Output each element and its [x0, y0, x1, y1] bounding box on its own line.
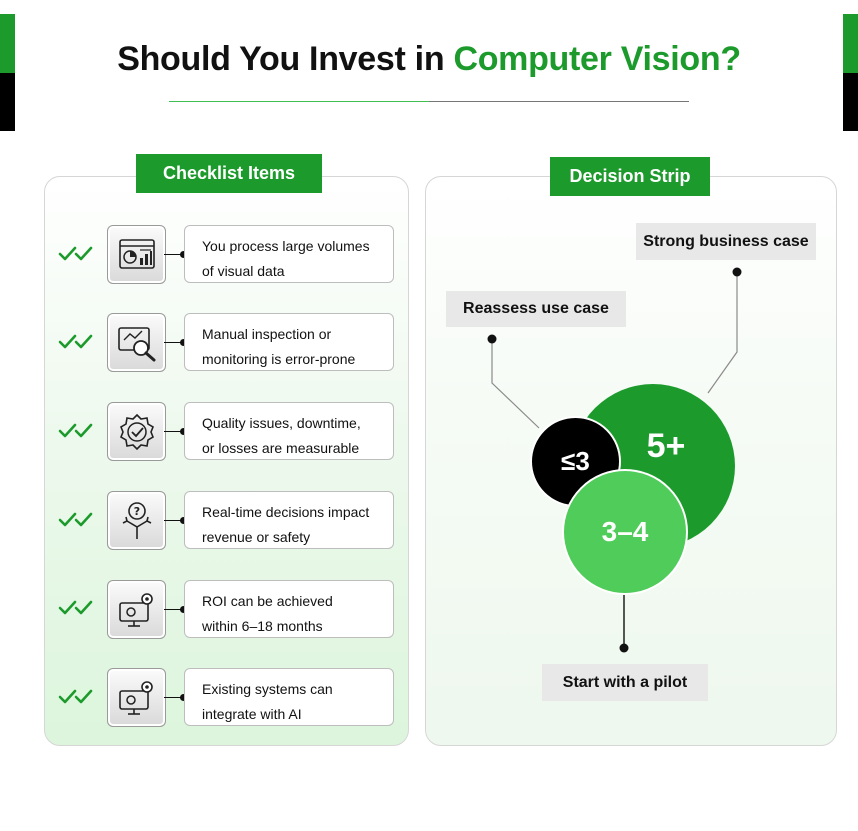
- dashboard-chart-icon: [107, 225, 166, 284]
- outcome-strong-label: Strong business case: [636, 223, 816, 260]
- svg-text:?: ?: [133, 505, 139, 518]
- decision-connectors: [487, 267, 742, 653]
- checklist-item-line1: Quality issues, downtime,: [202, 415, 361, 431]
- double-check-icon: [58, 689, 93, 704]
- row-connector: [164, 431, 184, 432]
- decision-tab: Decision Strip: [550, 157, 710, 196]
- checklist-item-line2: integrate with AI: [202, 705, 302, 722]
- row-connector-dot: [180, 694, 187, 701]
- title-underline: [169, 101, 689, 102]
- corner-bar-black-left: [0, 73, 15, 131]
- checklist-item-line2: within 6–18 months: [202, 617, 323, 634]
- magnifier-analytics-icon: [107, 313, 166, 372]
- outcome-reassess-label: Reassess use case: [446, 291, 626, 327]
- checklist-item: You process large volumes of visual data: [184, 225, 394, 283]
- connector-dot-pilot: [619, 643, 629, 653]
- checklist-item-line2: of visual data: [202, 262, 285, 279]
- double-check-icon: [58, 512, 93, 527]
- checklist-item-line1: Real-time decisions impact: [202, 504, 370, 520]
- checklist-item-line2: monitoring is error-prone: [202, 350, 356, 367]
- title-accent: Computer Vision?: [453, 40, 741, 78]
- checklist-item: Quality issues, downtime, or losses are …: [184, 402, 394, 460]
- checklist-item: ROI can be achieved within 6–18 months: [184, 580, 394, 638]
- checklist-item: Manual inspection or monitoring is error…: [184, 313, 394, 371]
- checklist-item-line1: Existing systems can: [202, 681, 333, 697]
- row-connector: [164, 342, 184, 343]
- circle-medium-label: 3–4: [601, 516, 649, 547]
- row-connector: [164, 609, 184, 610]
- checklist-item-line2: or losses are measurable: [202, 439, 360, 456]
- row-connector-dot: [180, 251, 187, 258]
- connector-reassess: [491, 339, 540, 429]
- checklist-item-line1: You process large volumes: [202, 238, 370, 254]
- monitor-gear-icon: [107, 580, 166, 639]
- row-connector-dot: [180, 517, 187, 524]
- title-prefix: Should You Invest in: [117, 40, 454, 78]
- row-connector-dot: [180, 606, 187, 613]
- connector-dot-strong: [732, 267, 742, 277]
- row-connector: [164, 697, 184, 698]
- corner-bar-green-left: [0, 14, 15, 73]
- double-check-icon: [58, 246, 93, 261]
- row-connector: [164, 520, 184, 521]
- corner-bar-green-right: [843, 14, 858, 73]
- circle-large-label: 5+: [646, 426, 686, 465]
- page-title: Should You Invest in Computer Vision?: [0, 40, 858, 79]
- double-check-icon: [58, 600, 93, 615]
- outcome-pilot-label: Start with a pilot: [542, 664, 708, 701]
- checklist-item: Real-time decisions impact revenue or sa…: [184, 491, 394, 549]
- double-check-icon: [58, 423, 93, 438]
- checklist-item-line1: Manual inspection or: [202, 326, 332, 342]
- circle-medium: 3–4: [562, 469, 688, 595]
- checklist-item-line1: ROI can be achieved: [202, 593, 333, 609]
- double-check-icon: [58, 334, 93, 349]
- checklist-tab: Checklist Items: [136, 154, 322, 193]
- connector-strong: [707, 272, 738, 394]
- row-connector: [164, 254, 184, 255]
- row-connector-dot: [180, 428, 187, 435]
- circle-small-label: ≤3: [561, 446, 590, 476]
- monitor-gear-icon: [107, 668, 166, 727]
- quality-badge-icon: [107, 402, 166, 461]
- checklist-item-line2: revenue or safety: [202, 528, 311, 545]
- decision-arrows-icon: ?: [107, 491, 166, 550]
- connector-dot-reassess: [487, 334, 497, 344]
- checklist-item: Existing systems can integrate with AI: [184, 668, 394, 726]
- row-connector-dot: [180, 339, 187, 346]
- corner-bar-black-right: [843, 73, 858, 131]
